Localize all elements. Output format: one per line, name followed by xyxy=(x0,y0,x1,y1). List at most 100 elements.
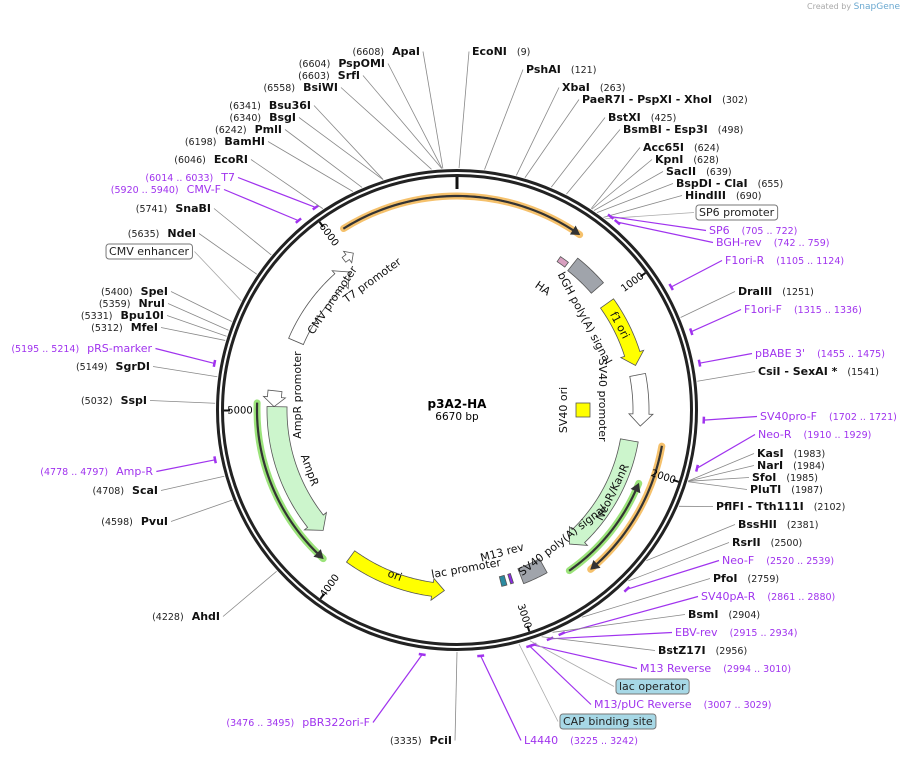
site-bstz17i[interactable]: BstZ17I(2956) xyxy=(541,636,748,657)
site-sfoi[interactable]: SfoI(1985) xyxy=(688,471,818,484)
enzyme-label[interactable]: (5359)NruI xyxy=(99,297,165,310)
enzyme-label[interactable]: KpnI(628) xyxy=(655,153,719,166)
enzyme-label[interactable]: (5331)Bpu10I xyxy=(81,309,164,322)
enzyme-label[interactable]: (5635)NdeI xyxy=(128,227,196,240)
site-sp6[interactable]: SP6(705 .. 722) xyxy=(607,213,797,237)
enzyme-label[interactable]: XbaI(263) xyxy=(562,81,625,94)
site-bsu36i[interactable]: (6341)Bsu36I xyxy=(229,99,384,180)
site-bsmbi-esp3i[interactable]: BsmBI - Esp3I(498) xyxy=(566,123,743,195)
site-sv40pa-r[interactable]: SV40pA-R(2861 .. 2880) xyxy=(558,590,836,637)
site-snabi[interactable]: (5741)SnaBI xyxy=(136,202,272,256)
site-sgrdi[interactable]: (5149)SgrDI xyxy=(76,360,218,378)
enzyme-label[interactable]: PfoI(2759) xyxy=(713,572,779,585)
enzyme-label[interactable]: BsmBI - Esp3I(498) xyxy=(623,123,743,136)
site-ndei[interactable]: (5635)NdeI xyxy=(128,227,257,275)
site-pflfi-tth111i[interactable]: PflFI - Tth111I(2102) xyxy=(679,500,845,513)
site-apai[interactable]: (6608)ApaI xyxy=(353,45,444,169)
site-sv40pro-f[interactable]: SV40pro-F(1702 .. 1721) xyxy=(702,410,897,424)
site-hindiii[interactable]: HindIII(690) xyxy=(603,189,762,218)
enzyme-label[interactable]: KasI(1983) xyxy=(757,447,825,460)
primer-label[interactable]: F1ori-F(1315 .. 1336) xyxy=(744,303,862,316)
primer-label[interactable]: L4440(3225 .. 3242) xyxy=(524,734,638,747)
site-amp-r[interactable]: (4778 .. 4797)Amp-R xyxy=(40,456,218,478)
enzyme-label[interactable]: PluTI(1987) xyxy=(750,483,823,496)
enzyme-label[interactable]: (6604)PspOMI xyxy=(299,57,385,70)
primer-label[interactable]: Neo-F(2520 .. 2539) xyxy=(722,554,834,567)
enzyme-label[interactable]: (6340)BsgI xyxy=(230,111,297,124)
enzyme-label[interactable]: (3335)PciI xyxy=(390,734,452,747)
site-paer7i-pspxi-xhoi[interactable]: PaeR7I - PspXI - XhoI(302) xyxy=(524,93,748,178)
primer-label[interactable]: SV40pA-R(2861 .. 2880) xyxy=(701,590,835,603)
box-label[interactable]: CAP binding site xyxy=(563,715,653,728)
site-pshai[interactable]: PshAI(121) xyxy=(484,63,597,170)
site-neo-r[interactable]: Neo-R(1910 .. 1929) xyxy=(694,428,871,472)
enzyme-label[interactable]: (5741)SnaBI xyxy=(136,202,211,215)
site-pspomi[interactable]: (6604)PspOMI xyxy=(299,57,443,169)
primer-label[interactable]: SV40pro-F(1702 .. 1721) xyxy=(760,410,897,423)
site-pfoi[interactable]: PfoI(2759) xyxy=(581,572,779,618)
site-prs-marker[interactable]: (5195 .. 5214)pRS-marker xyxy=(11,342,217,368)
site-bsshii[interactable]: BssHII(2381) xyxy=(646,518,818,562)
enzyme-label[interactable]: (6558)BsiWI xyxy=(263,81,338,94)
site-sp6-promoter[interactable]: SP6 promoter xyxy=(605,204,779,221)
site-econi[interactable]: EcoNI(9) xyxy=(458,45,530,169)
site-bgh-rev[interactable]: BGH-rev(742 .. 759) xyxy=(613,218,830,249)
primer-label[interactable]: BGH-rev(742 .. 759) xyxy=(716,236,829,249)
site-f1ori-r[interactable]: F1ori-R(1105 .. 1124) xyxy=(668,254,844,291)
enzyme-label[interactable]: (6242)PmlI xyxy=(215,123,282,136)
enzyme-label[interactable]: (5312)MfeI xyxy=(91,321,158,334)
primer-label[interactable]: M13/pUC Reverse(3007 .. 3029) xyxy=(594,698,771,711)
site-neo-f[interactable]: Neo-F(2520 .. 2539) xyxy=(623,554,834,593)
site-kasi[interactable]: KasI(1983) xyxy=(688,447,825,482)
enzyme-label[interactable]: PaeR7I - PspXI - XhoI(302) xyxy=(582,93,748,106)
primer-label[interactable]: SP6(705 .. 722) xyxy=(709,224,797,237)
primer-label[interactable]: M13 Reverse(2994 .. 3010) xyxy=(640,662,791,675)
enzyme-label[interactable]: (6046)EcoRI xyxy=(174,153,248,166)
site-ebv-rev[interactable]: EBV-rev(2915 .. 2934) xyxy=(546,626,798,642)
enzyme-label[interactable]: (5032)SspI xyxy=(81,394,147,407)
site-mfei[interactable]: (5312)MfeI xyxy=(91,321,226,341)
enzyme-label[interactable]: Acc65I(624) xyxy=(643,141,720,154)
enzyme-label[interactable]: (6603)SrfI xyxy=(298,69,360,82)
enzyme-label[interactable]: BstZ17I(2956) xyxy=(658,644,747,657)
enzyme-label[interactable]: BspDI - ClaI(655) xyxy=(676,177,783,190)
primer-label[interactable]: (5920 .. 5940)CMV-F xyxy=(111,183,221,196)
site-bsmi[interactable]: BsmI(2904) xyxy=(552,608,761,633)
sv40-poly-a-signal-feature[interactable] xyxy=(517,558,548,585)
site-pmli[interactable]: (6242)PmlI xyxy=(215,123,363,188)
lac-promoter-feature[interactable] xyxy=(498,574,508,587)
enzyme-label[interactable]: PshAI(121) xyxy=(526,63,596,76)
site-cap-binding-site[interactable]: CAP binding site xyxy=(518,643,657,730)
primer-label[interactable]: (6014 .. 6033)T7 xyxy=(145,171,235,184)
enzyme-label[interactable]: (6341)Bsu36I xyxy=(229,99,311,112)
site-nrui[interactable]: (5359)NruI xyxy=(99,297,229,331)
f1-ori-feature[interactable] xyxy=(599,298,645,367)
site-nari[interactable]: NarI(1984) xyxy=(688,459,825,482)
site-kpni[interactable]: KpnI(628) xyxy=(591,153,719,210)
enzyme-label[interactable]: (4228)AhdI xyxy=(152,610,220,623)
site-spei[interactable]: (5400)SpeI xyxy=(101,285,232,322)
enzyme-label[interactable]: PflFI - Tth111I(2102) xyxy=(716,500,845,513)
enzyme-label[interactable]: BstXI(425) xyxy=(608,111,676,124)
sv40-ori-feature[interactable] xyxy=(575,402,591,418)
site-cmv-f[interactable]: (5920 .. 5940)CMV-F xyxy=(111,183,302,224)
ampr-feature[interactable] xyxy=(266,406,328,531)
t7-promoter-feature[interactable] xyxy=(341,250,354,264)
site-pcii[interactable]: (3335)PciI xyxy=(390,651,458,747)
enzyme-label[interactable]: NarI(1984) xyxy=(757,459,825,472)
site-sspi[interactable]: (5032)SspI xyxy=(81,394,216,407)
enzyme-label[interactable]: (6198)BamHI xyxy=(185,135,265,148)
enzyme-label[interactable]: RsrII(2500) xyxy=(732,536,802,549)
enzyme-label[interactable]: BsmI(2904) xyxy=(688,608,760,621)
cmv-promoter-feature[interactable] xyxy=(288,270,350,346)
site-draiii[interactable]: DraIII(1251) xyxy=(680,285,814,318)
site-pbr322ori-f[interactable]: (3476 .. 3495)pBR322ori-F xyxy=(226,652,426,729)
enzyme-label[interactable]: DraIII(1251) xyxy=(738,285,814,298)
box-label[interactable]: CMV enhancer xyxy=(109,245,189,258)
enzyme-label[interactable]: (5400)SpeI xyxy=(101,285,168,298)
site-bstxi[interactable]: BstXI(425) xyxy=(551,111,676,188)
site-lac-operator[interactable]: lac operator xyxy=(529,640,690,695)
primer-label[interactable]: (4778 .. 4797)Amp-R xyxy=(40,465,153,478)
site-bsgi[interactable]: (6340)BsgI xyxy=(230,111,384,180)
site-srfi[interactable]: (6603)SrfI xyxy=(298,69,443,169)
